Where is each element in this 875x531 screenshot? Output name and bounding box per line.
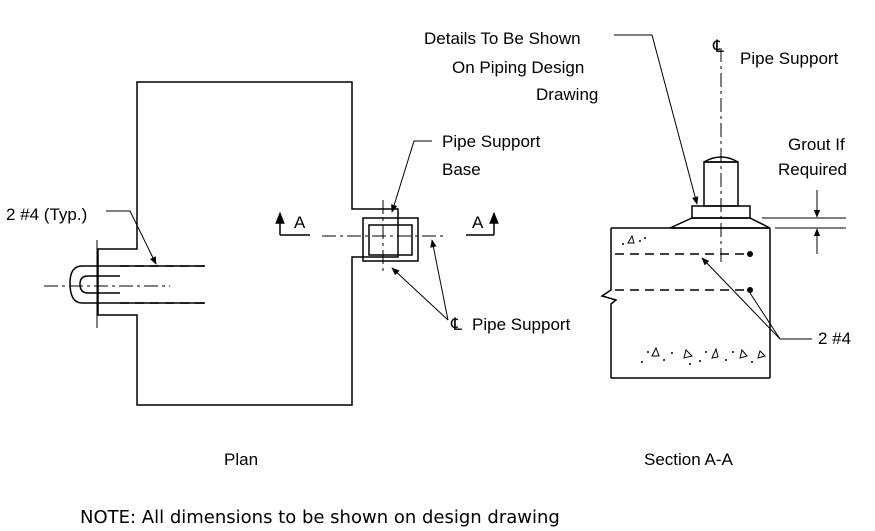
leader-bars-section-2: [749, 292, 781, 340]
section-break-line: [600, 228, 618, 378]
label-details-2: On Piping Design: [452, 58, 584, 77]
label-pipe-support-base-2: Base: [442, 160, 481, 179]
caption-section: Section A-A: [644, 450, 733, 469]
section-grout-pad: [669, 217, 771, 229]
label-typ-bars: 2 #4 (Typ.): [6, 205, 87, 224]
plan-view: A A 2 #4 (Typ.) Pipe Support Base ℄ Pipe…: [6, 81, 571, 469]
leader-bars-section-1: [701, 257, 812, 340]
label-bars-section: 2 #4: [818, 329, 851, 348]
leader-pipe-support-base: [391, 140, 432, 213]
section-mark-left-label: A: [294, 213, 306, 232]
section-concrete-texture: [622, 234, 766, 365]
plan-hairpin-bar: [69, 265, 205, 304]
label-grout-1: Grout If: [788, 135, 845, 154]
section-view: ℄ Pipe Support: [424, 29, 851, 469]
leader-cl-plan-1: [391, 267, 449, 321]
section-mark-right-label: A: [472, 213, 484, 232]
label-details-3: Drawing: [536, 85, 598, 104]
caption-plan: Plan: [224, 450, 258, 469]
section-rebar-bottom-end: [747, 287, 753, 293]
label-cl-pipe-support-section: Pipe Support: [740, 49, 839, 68]
plan-pipe-support-base: [362, 217, 419, 262]
cl-symbol-section: ℄: [712, 37, 724, 56]
section-rebar-top-end: [747, 251, 753, 257]
cl-symbol-plan: ℄: [450, 315, 462, 334]
label-pipe-support-base-1: Pipe Support: [442, 132, 541, 151]
label-details-1: Details To Be Shown: [424, 29, 581, 48]
leader-cl-plan-2: [430, 239, 449, 321]
plan-hairpin-inner: [79, 275, 120, 294]
leader-typ-bars: [106, 210, 157, 265]
plan-slab-outline: [97, 81, 399, 406]
leader-details: [614, 34, 699, 205]
note-text: NOTE: All dimensions to be shown on desi…: [80, 507, 560, 528]
label-grout-2: Required: [778, 160, 847, 179]
label-cl-pipe-support-plan: Pipe Support: [472, 315, 571, 334]
plan-pipe-support-inner: [368, 224, 413, 256]
